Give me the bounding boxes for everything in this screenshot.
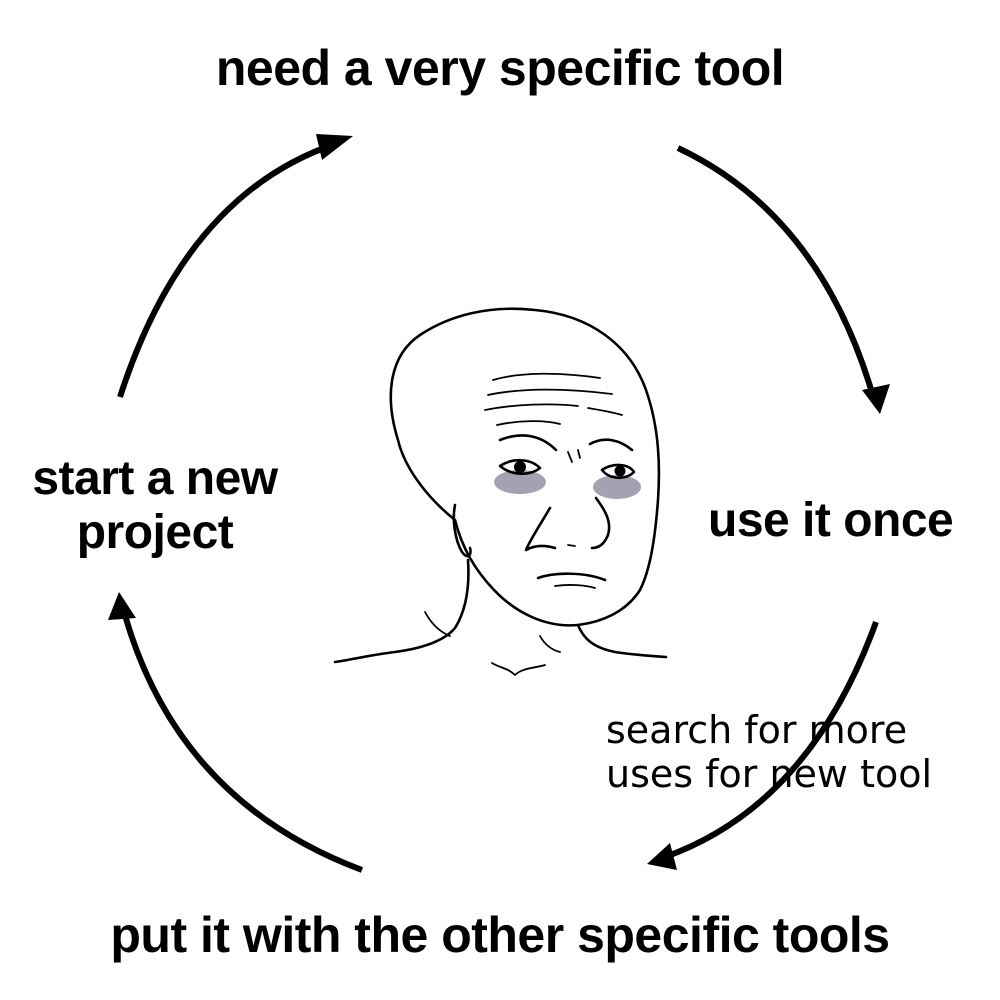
side-note-line2: uses for new tool [606, 752, 933, 796]
arrow-bottom-to-left [108, 592, 364, 873]
arrow-left-to-top [117, 134, 353, 398]
arrow-right-to-bottom [647, 620, 879, 870]
step-start-new-project-line1: start a new [32, 452, 278, 505]
arrow-top-to-right [676, 145, 890, 414]
step-use-it-once: use it once [708, 494, 954, 547]
side-note-search-more-uses: search for more uses for new tool [606, 708, 932, 796]
step-start-new-project: start a new project [0, 452, 310, 560]
step-put-with-other-tools: put it with the other specific tools [110, 907, 890, 963]
step-start-new-project-line2: project [76, 506, 234, 559]
step-need-specific-tool: need a very specific tool [215, 40, 785, 96]
sad-wojak-face-icon [333, 307, 668, 676]
side-note-line1: search for more [606, 708, 908, 752]
